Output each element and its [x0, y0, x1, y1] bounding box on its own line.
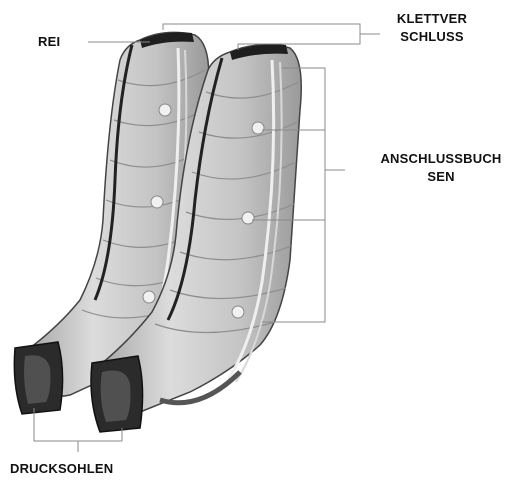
label-klettverschluss: KLETTVER SCHLUSS [387, 10, 477, 46]
left-connector-3 [143, 291, 155, 303]
right-connector-3 [232, 306, 244, 318]
right-connector-1 [252, 122, 264, 134]
label-rei: REI [38, 33, 60, 51]
left-connector-1 [159, 104, 171, 116]
right-connector-2 [242, 212, 254, 224]
label-anschlussbuchsen: ANSCHLUSSBUCH SEN [362, 150, 520, 186]
left-connector-2 [151, 196, 163, 208]
label-drucksohlen: DRUCKSOHLEN [10, 460, 160, 478]
